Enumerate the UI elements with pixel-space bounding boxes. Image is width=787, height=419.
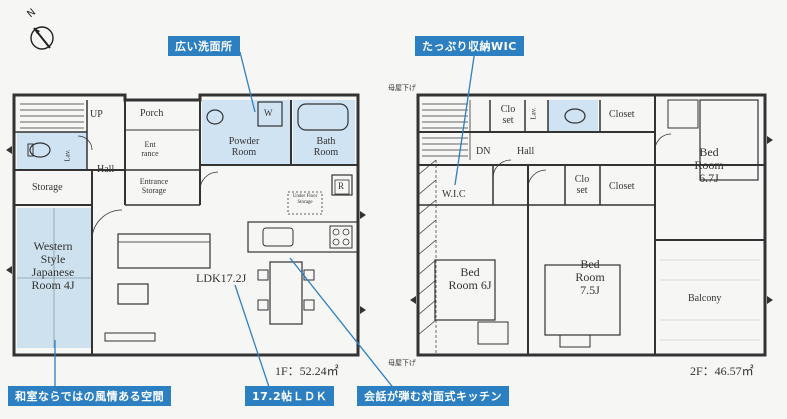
- window-mark: [6, 266, 12, 274]
- toilet-tank-1f: [27, 143, 34, 157]
- sofa-back: [117, 233, 211, 243]
- ceiling-hatch: [417, 159, 437, 355]
- label-powder-room: Powder Room: [228, 136, 260, 158]
- window-mark: [360, 306, 366, 314]
- stove: [329, 225, 353, 249]
- label-ceiling-bottom: 母屋下げ: [388, 359, 416, 367]
- tv-board: [104, 332, 156, 342]
- window-mark: [360, 211, 366, 219]
- label-bed-room-3: Bed Room 7.5J: [575, 257, 605, 297]
- toilet-2f: [564, 108, 586, 124]
- label-storage: Storage: [32, 182, 63, 193]
- bathtub: [297, 103, 349, 131]
- label-entrance: Ent rance: [141, 140, 159, 158]
- label-closet-d: Closet: [609, 181, 635, 192]
- callout-washroom: 広い洗面所: [168, 36, 240, 56]
- label-entrance-storage: Entrance Storage: [139, 177, 169, 195]
- label-closet-c: Clo set: [574, 174, 590, 196]
- label-western-japanese-room: Western Style Japanese Room 4J: [31, 239, 75, 292]
- label-ceiling-top: 母屋下げ: [388, 84, 416, 92]
- label-balcony: Balcony: [688, 293, 722, 304]
- dining-chair: [303, 299, 315, 311]
- kitchen-sink: [262, 227, 294, 247]
- floor2-outer-wall: [416, 93, 767, 357]
- label-lav-1f: Lav.: [63, 149, 72, 162]
- dining-table: [269, 261, 303, 325]
- callout-japanese-room: 和室ならではの風情ある空間: [8, 386, 172, 406]
- label-hall-2f: Hall: [517, 146, 535, 157]
- toilet-1f: [29, 142, 51, 158]
- label-r-mark: R: [338, 181, 345, 191]
- label-hall-1f: Hall: [97, 164, 115, 175]
- compass-icon: [30, 26, 54, 50]
- label-wic: W.I.C: [442, 189, 466, 200]
- door-swing: [199, 171, 219, 191]
- stairs-1f: [20, 103, 84, 129]
- toilet-2f-fill: [548, 100, 598, 132]
- desk: [667, 99, 699, 129]
- window-mark: [410, 296, 416, 304]
- window-mark: [767, 296, 773, 304]
- desk: [559, 334, 591, 348]
- dining-chair: [257, 299, 269, 311]
- label-closet-a: Clo set: [500, 104, 516, 126]
- label-w-mark: W: [264, 108, 273, 118]
- door-swing: [527, 169, 547, 189]
- callout-wic: たっぷり収納WIC: [415, 36, 524, 56]
- label-under-floor-storage: Under Floor Storage: [292, 194, 318, 205]
- floor2-area: 2F：46.57㎡: [690, 364, 754, 378]
- label-porch: Porch: [140, 108, 164, 119]
- dining-chair: [257, 269, 269, 281]
- toilet-1f-fill: [17, 132, 87, 170]
- bath-room-fill: [293, 100, 355, 165]
- sofa: [117, 233, 211, 269]
- label-up: UP: [90, 109, 103, 120]
- floor1-area: 1F：52.24㎡: [275, 364, 339, 378]
- washing-machine: [257, 101, 283, 127]
- washbasin: [206, 109, 224, 125]
- floor2-plan: [410, 93, 773, 357]
- compass: N: [20, 7, 60, 54]
- bed: [434, 259, 496, 321]
- window-mark: [767, 136, 773, 144]
- door-swing: [91, 209, 123, 241]
- refrigerator: [331, 174, 353, 196]
- r-box: [334, 179, 350, 195]
- label-bed-room-2: Bed Room 6J: [448, 265, 492, 292]
- label-closet-b: Closet: [609, 109, 635, 120]
- balcony-grid: [660, 259, 760, 341]
- powder-room-fill: [202, 100, 290, 165]
- label-lav-2f: Lav.: [529, 107, 538, 120]
- kitchen-counter: [247, 221, 359, 253]
- stairs-2f: [422, 100, 471, 160]
- door-swing: [77, 135, 93, 151]
- callout-leaders: [54, 49, 476, 391]
- door-swing: [492, 159, 512, 179]
- coffee-table: [117, 283, 149, 305]
- label-bed-room-1: Bed Room 6.7J: [694, 145, 724, 185]
- bed: [699, 99, 759, 181]
- label-ldk: LDK17.2J: [196, 271, 247, 285]
- window-mark: [6, 146, 12, 154]
- floor1-plan: [6, 93, 366, 357]
- door-swing: [654, 133, 672, 151]
- label-dn: DN: [476, 146, 491, 157]
- label-bath-room: Bath Room: [313, 136, 339, 158]
- callout-ldk: 17.2帖ＬＤＫ: [245, 386, 335, 406]
- desk: [477, 321, 509, 345]
- floor1-outer-wall: [12, 93, 360, 357]
- under-floor-storage-box: [287, 191, 323, 215]
- callout-kitchen: 会話が弾む対面式キッチン: [357, 386, 509, 406]
